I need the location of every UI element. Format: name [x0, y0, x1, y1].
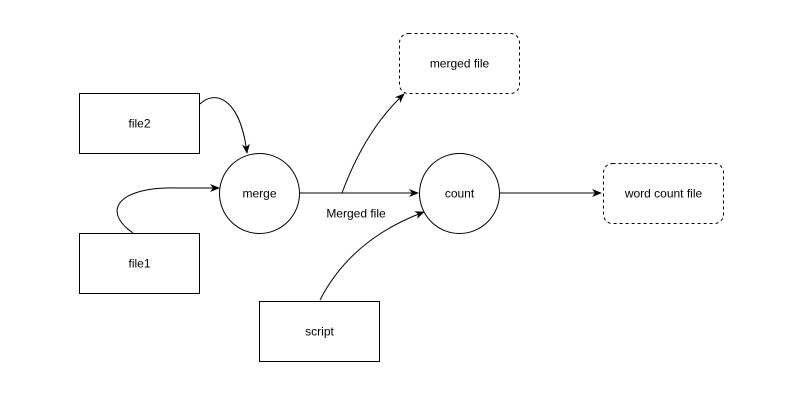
node-merge[interactable]: merge [219, 153, 300, 234]
node-file1[interactable]: file1 [79, 233, 200, 294]
node-count[interactable]: count [419, 153, 500, 234]
edge-merge-to-count-label: Merged file [326, 207, 386, 221]
node-merged-file[interactable]: merged file [399, 33, 520, 94]
edge-script-to-count[interactable] [319, 211, 425, 301]
node-script-label: script [305, 325, 334, 339]
node-merged-file-label: merged file [430, 57, 490, 71]
node-file2-label: file2 [128, 117, 150, 131]
node-word-count-file-label: word count file [624, 187, 703, 201]
edge-file2-to-merge[interactable] [199, 97, 250, 154]
node-file2[interactable]: file2 [79, 93, 200, 154]
edge-file1-to-merge[interactable] [116, 184, 220, 234]
node-count-label: count [445, 187, 475, 201]
node-script[interactable]: script [259, 301, 380, 362]
node-file1-label: file1 [128, 257, 150, 271]
edge-to-merged-file[interactable] [341, 93, 405, 194]
node-merge-label: merge [242, 187, 276, 201]
node-word-count-file[interactable]: word count file [603, 163, 724, 224]
